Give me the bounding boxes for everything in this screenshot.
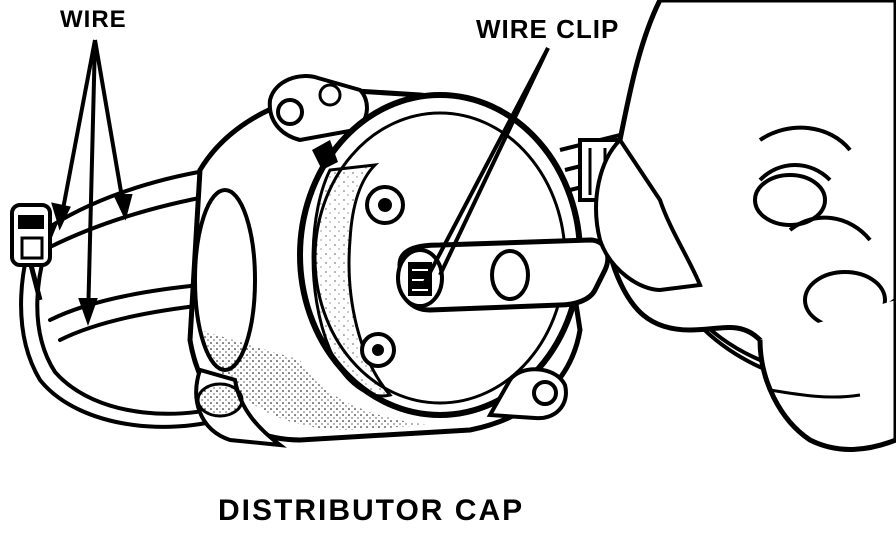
hand <box>594 0 896 452</box>
mounting-ear-top <box>267 74 369 143</box>
wire-clip-leader-line <box>423 47 550 283</box>
rotor <box>396 237 611 313</box>
wire-leader-lines <box>51 39 133 327</box>
label-distributor-cap: DISTRIBUTOR CAP <box>218 494 525 527</box>
wire-clip-shape <box>312 140 338 170</box>
wire-connector <box>10 203 52 301</box>
label-wire: WIRE <box>60 6 127 33</box>
label-wire-clip: WIRE CLIP <box>476 14 620 44</box>
mounting-ear-bottom <box>486 367 568 421</box>
